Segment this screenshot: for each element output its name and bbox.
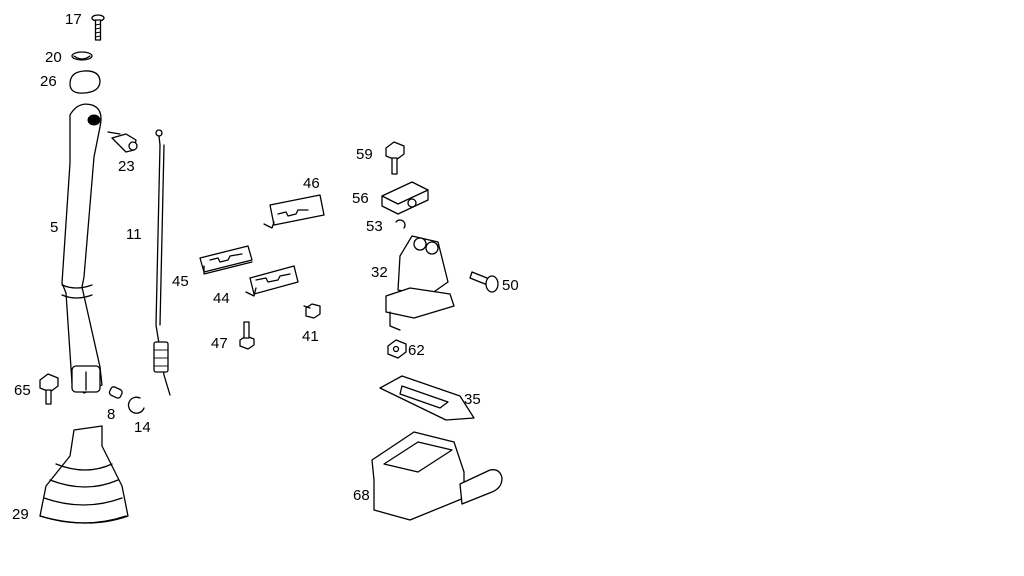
callout-56: 56 (352, 190, 369, 207)
part-65-bolt-drawing (39, 373, 59, 405)
part-41-bolt-drawing (303, 303, 321, 319)
part-23-latch-drawing (107, 131, 138, 153)
callout-47: 47 (211, 335, 228, 352)
part-29-boot-drawing (39, 425, 129, 524)
callout-23: 23 (118, 158, 135, 175)
callout-62: 62 (408, 342, 425, 359)
part-20-clip-drawing (71, 51, 93, 61)
callout-35: 35 (464, 391, 481, 408)
part-62-nut-drawing (387, 339, 407, 359)
callout-32: 32 (371, 264, 388, 281)
callout-5: 5 (50, 219, 58, 236)
callout-45: 45 (172, 273, 189, 290)
callout-50: 50 (502, 277, 519, 294)
callout-8: 8 (107, 406, 115, 423)
callout-68: 68 (353, 487, 370, 504)
callout-41: 41 (302, 328, 319, 345)
callout-29: 29 (12, 506, 29, 523)
part-14-circlip-drawing (127, 396, 145, 414)
callout-44: 44 (213, 290, 230, 307)
part-59-bolt-drawing (385, 141, 405, 175)
callout-26: 26 (40, 73, 57, 90)
part-56-block-drawing (381, 181, 429, 215)
part-44-bracket-drawing (245, 265, 299, 297)
part-47-screw-drawing (239, 321, 255, 350)
callout-46: 46 (303, 175, 320, 192)
callout-53: 53 (366, 218, 383, 235)
callout-65: 65 (14, 382, 31, 399)
part-17-screw-drawing (91, 14, 105, 41)
callout-17: 17 (65, 11, 82, 28)
callout-59: 59 (356, 146, 373, 163)
part-26-cap-drawing (69, 70, 101, 94)
part-32-housing-drawing (385, 235, 455, 331)
part-53-clip-drawing (395, 219, 406, 229)
part-68-housing-drawing (371, 431, 503, 521)
part-5-shift-lever-drawing (61, 103, 103, 394)
callout-20: 20 (45, 49, 62, 66)
part-11-rod-drawing (153, 129, 171, 396)
part-46-gate-plate-drawing (263, 194, 325, 229)
part-35-gasket-drawing (379, 375, 475, 421)
callout-14: 14 (134, 419, 151, 436)
part-45-gate-plate-drawing (199, 245, 253, 275)
part-50-pin-drawing (469, 271, 499, 293)
callout-11: 11 (126, 226, 142, 243)
part-8-bushing-drawing (108, 386, 123, 399)
